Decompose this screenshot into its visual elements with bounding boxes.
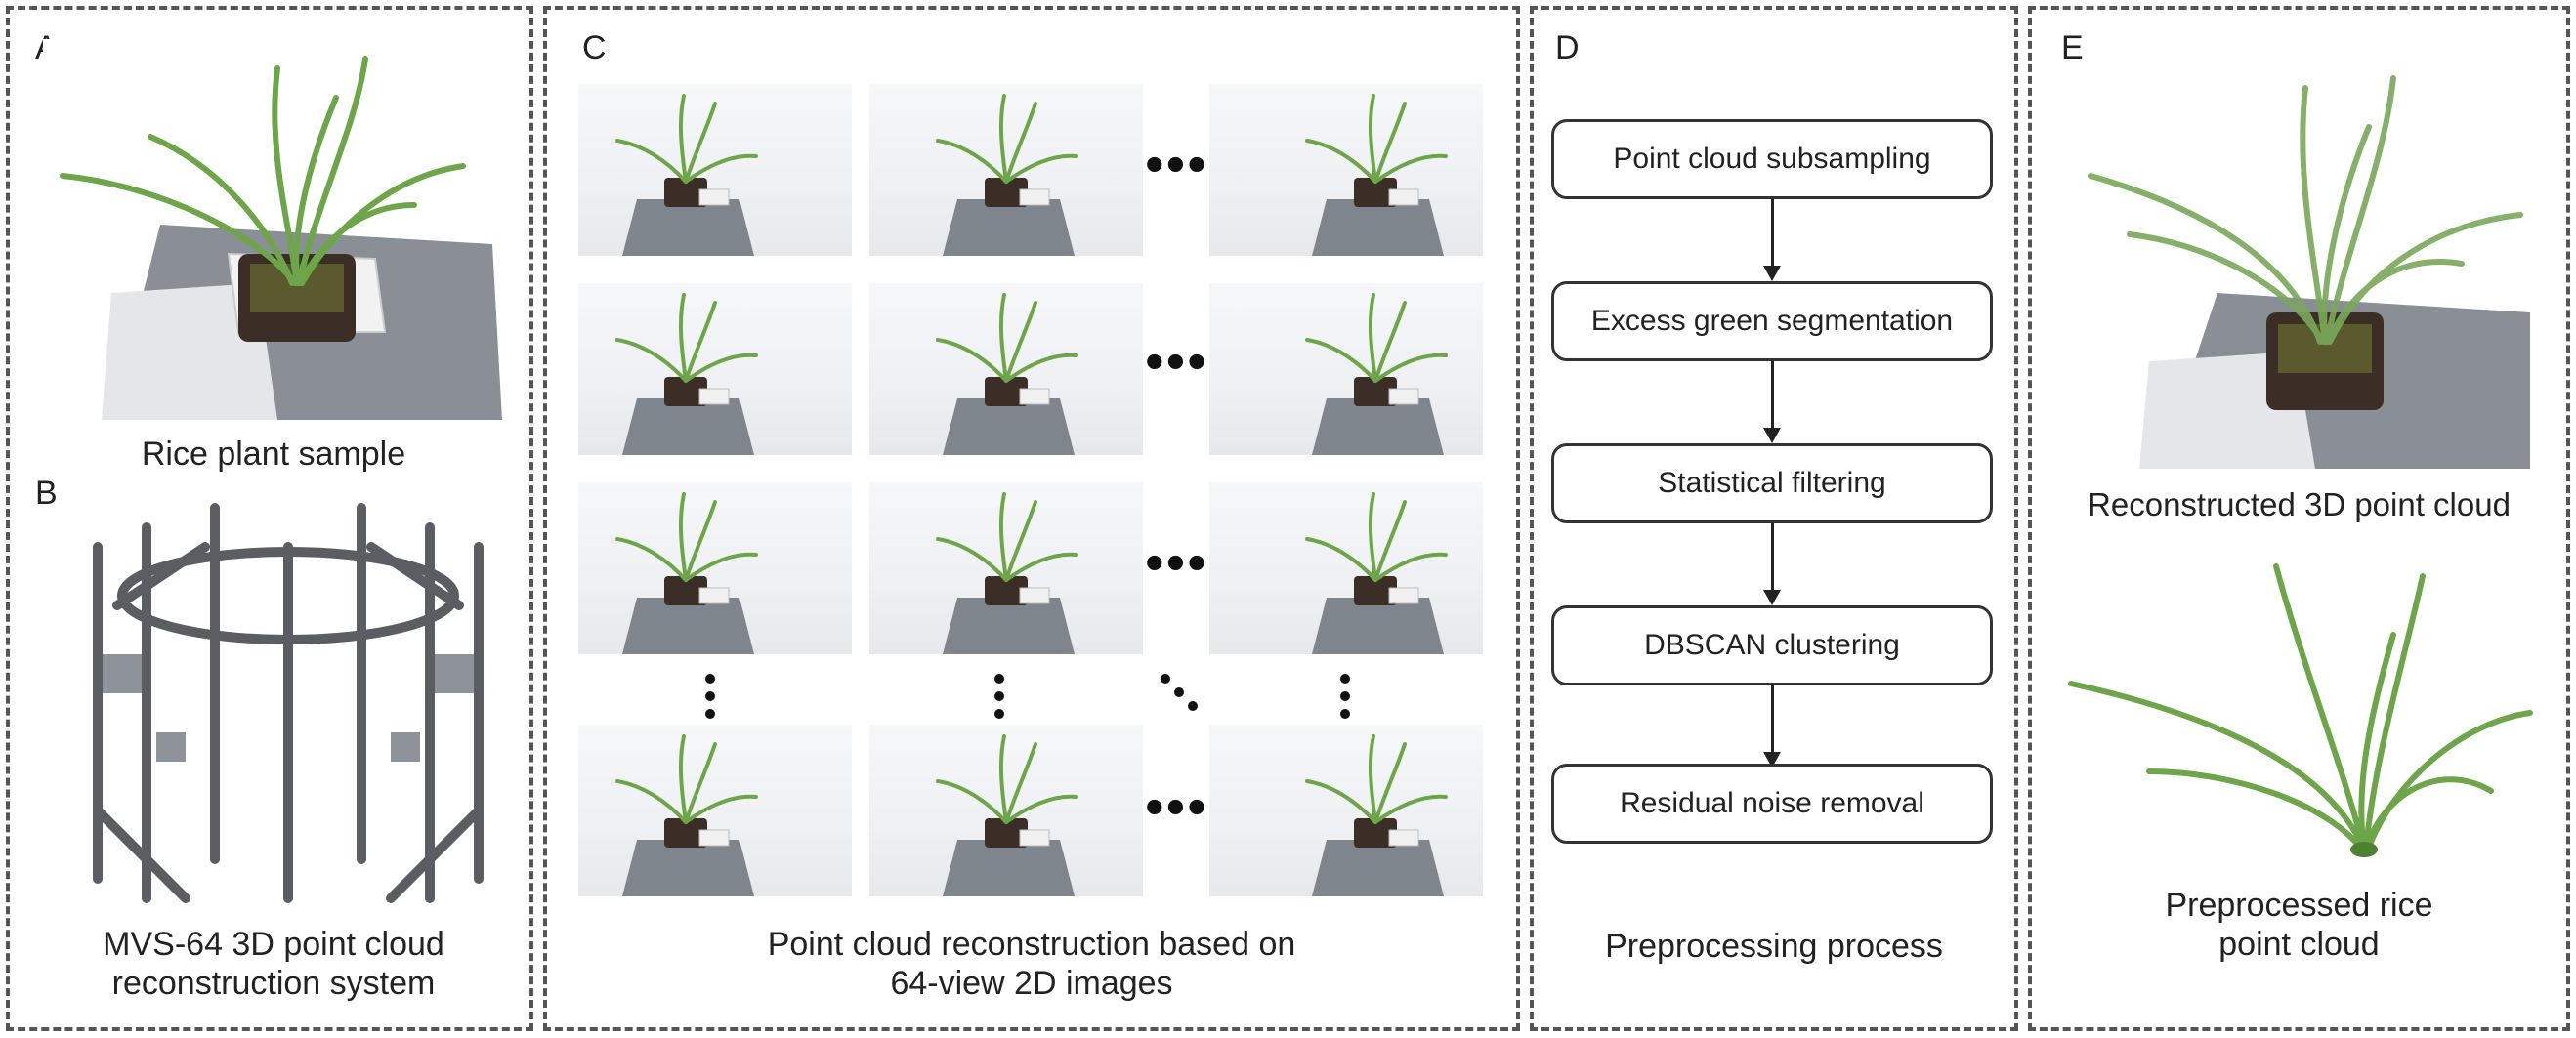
view-image-2 — [869, 84, 1143, 256]
view-image-11 — [869, 725, 1143, 896]
mvs64-system-image — [59, 488, 518, 908]
caption-d: Preprocessing process — [1605, 928, 1943, 965]
arrow-2 — [1763, 361, 1781, 443]
step-point-cloud-subsampling: Point cloud subsampling — [1551, 119, 1993, 199]
caption-e: Reconstructed 3D point cloud — [2088, 486, 2511, 522]
hdots-row-3: ••• — [1145, 531, 1208, 593]
hdots-row-4: ••• — [1145, 775, 1208, 837]
step-residual-noise-removal: Residual noise removal — [1551, 764, 1993, 844]
vdots-col-1 — [705, 674, 717, 727]
hdots-row-1: ••• — [1145, 133, 1208, 194]
panel-label-c: C — [582, 29, 607, 66]
view-image-9 — [1209, 482, 1483, 654]
view-image-8 — [869, 482, 1143, 654]
view-image-10 — [578, 725, 852, 896]
vdots-col-3 — [1340, 674, 1352, 727]
panel-label-b: B — [35, 475, 58, 512]
hdots-row-2: ••• — [1145, 330, 1208, 392]
caption-a: Rice plant sample — [141, 436, 406, 473]
view-image-4 — [578, 283, 852, 455]
preprocessed-point-cloud-image — [2051, 557, 2540, 859]
step-statistical-filtering: Statistical filtering — [1551, 443, 1993, 523]
reconstructed-point-cloud-image — [2071, 68, 2540, 469]
arrow-3 — [1763, 523, 1781, 605]
step-excess-green-segmentation: Excess green segmentation — [1551, 281, 1993, 361]
view-image-1 — [578, 84, 852, 256]
step-dbscan-clustering: DBSCAN clustering — [1551, 605, 1993, 685]
caption-b-line2: reconstruction system — [111, 965, 436, 1002]
panel-label-e: E — [2061, 29, 2084, 66]
view-image-5 — [869, 283, 1143, 455]
caption-b-line1: MVS-64 3D point cloud — [103, 926, 444, 963]
arrow-1 — [1763, 199, 1781, 281]
view-image-6 — [1209, 283, 1483, 455]
view-image-7 — [578, 482, 852, 654]
caption-f-line1: Preprocessed rice — [2165, 887, 2433, 924]
arrow-4 — [1763, 685, 1781, 768]
view-image-12 — [1209, 725, 1483, 896]
caption-c-line2: 64-view 2D images — [890, 965, 1173, 1002]
panel-label-d: D — [1555, 29, 1580, 66]
vdots-col-2 — [994, 674, 1006, 727]
view-image-3 — [1209, 84, 1483, 256]
caption-c-line1: Point cloud reconstruction based on — [767, 926, 1296, 963]
rice-plant-sample-image — [43, 39, 502, 420]
caption-f-line2: point cloud — [2218, 926, 2380, 963]
